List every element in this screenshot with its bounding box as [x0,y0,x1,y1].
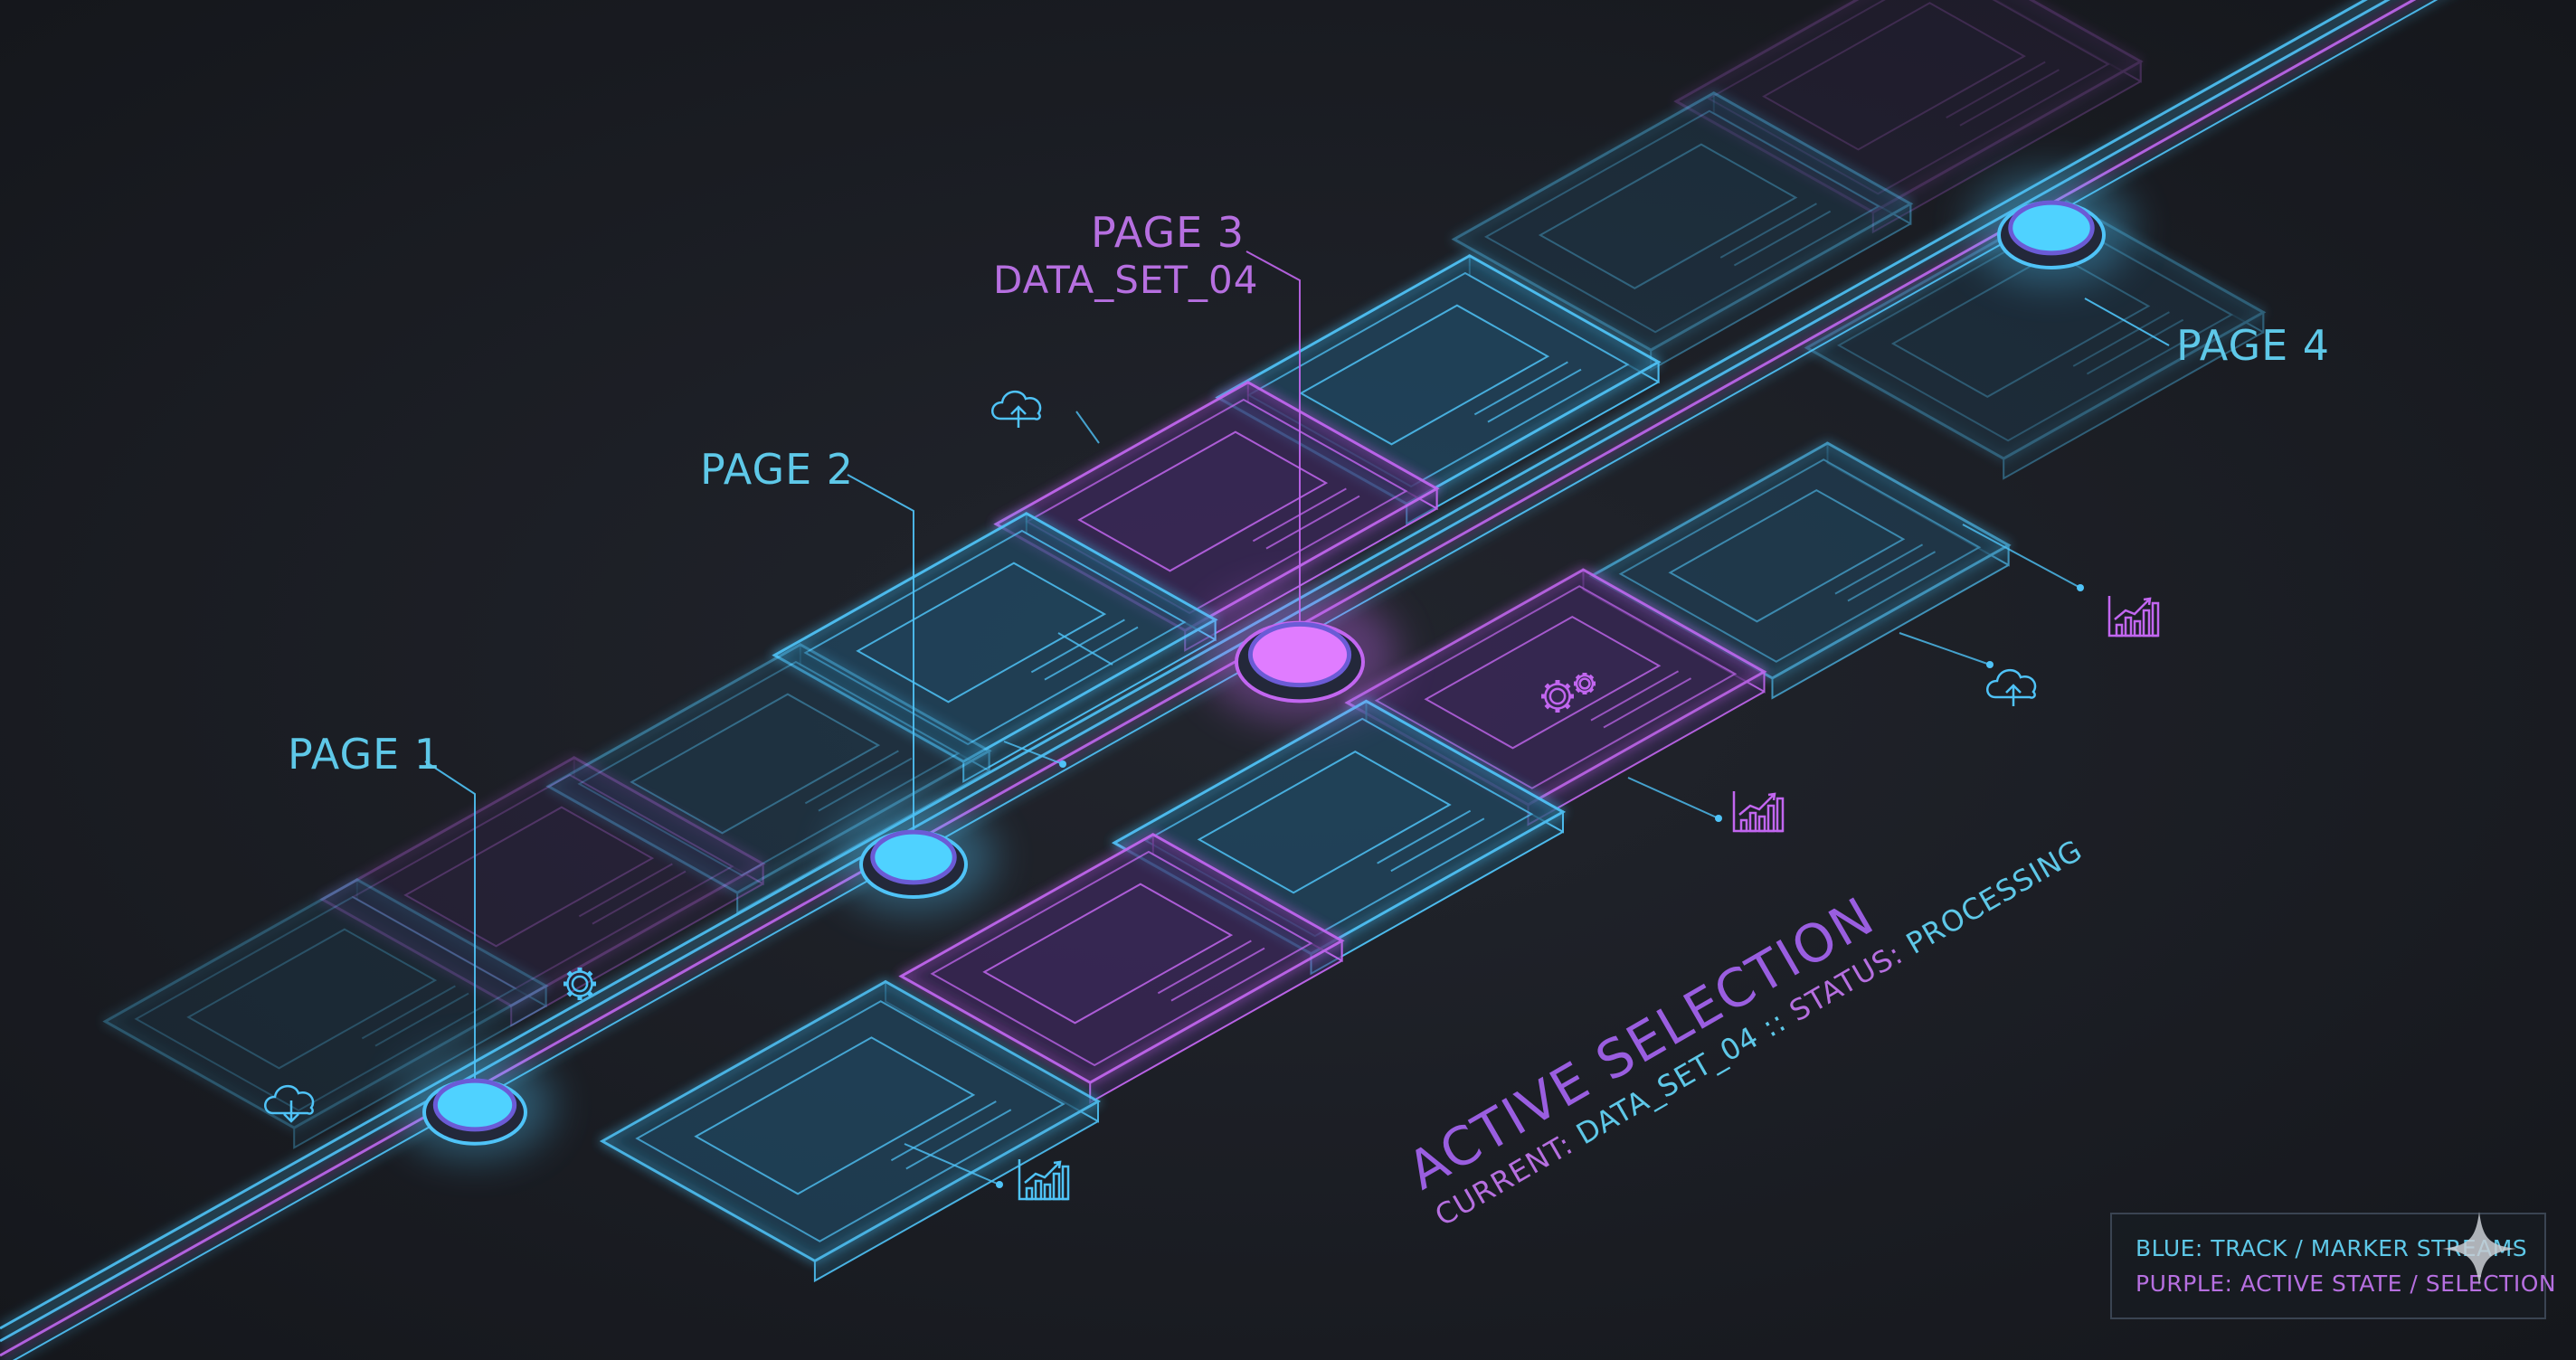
connector-line [1057,632,1113,666]
page-4-marker [1970,173,2133,283]
arrow-head [996,1181,1003,1188]
bar-chart-icon [1732,791,1785,833]
arrow-head [1986,661,1994,668]
markers-layer [396,173,2133,1158]
leader-line [847,474,914,836]
connector-line [1899,632,1991,666]
gears-icon-small [1574,673,1596,694]
page-tile [319,756,766,1027]
gear-icon [564,968,596,1000]
icons-layer [264,391,2160,1201]
page-tile [1804,200,2267,480]
page-tile [1344,568,1767,826]
legend-purple: PURPLE: ACTIVE STATE / SELECTION [2136,1270,2557,1297]
page-4-label: PAGE 4 [2176,321,2331,370]
page-tile [1588,441,2012,700]
leader-lines [424,250,2170,1085]
cloud-sync-icon [1986,669,2037,706]
connector-line [904,1143,1000,1185]
sparkle-icon [2442,1212,2516,1286]
page-1-label: PAGE 1 [288,730,442,779]
page-2-marker [832,802,995,912]
page-3-sublabel: DATA_SET_04 [993,258,1259,302]
page-tile [599,979,1102,1283]
page-1-marker [396,1052,554,1158]
arrow-head [1715,815,1722,822]
leader-line [424,760,476,1085]
leader-line [1245,250,1301,624]
legend: BLUE: TRACK / MARKER STREAMS PURPLE: ACT… [2110,1213,2556,1319]
page-2-label: PAGE 2 [700,445,855,494]
cloud-upload-icon [991,391,1042,428]
page-tile [898,833,1345,1104]
page-3-label: PAGE 3 [1091,208,1245,257]
tiles-layer [102,0,2267,1283]
page-tile [1451,91,1914,372]
cloud-download-icon [264,1085,315,1123]
bar-chart-icon [2107,596,2160,638]
connector-line [1075,411,1100,444]
bar-chart-icon [1018,1159,1070,1201]
page-tile [102,878,549,1149]
page-3-marker [1201,588,1398,722]
connector-line [1627,777,1719,819]
arrow-head [2077,584,2084,591]
connector-line [1003,741,1064,765]
gears-icon [1541,680,1574,713]
connector-line [1962,524,2081,589]
leader-line [2084,298,2170,346]
arrow-head [1059,760,1066,768]
